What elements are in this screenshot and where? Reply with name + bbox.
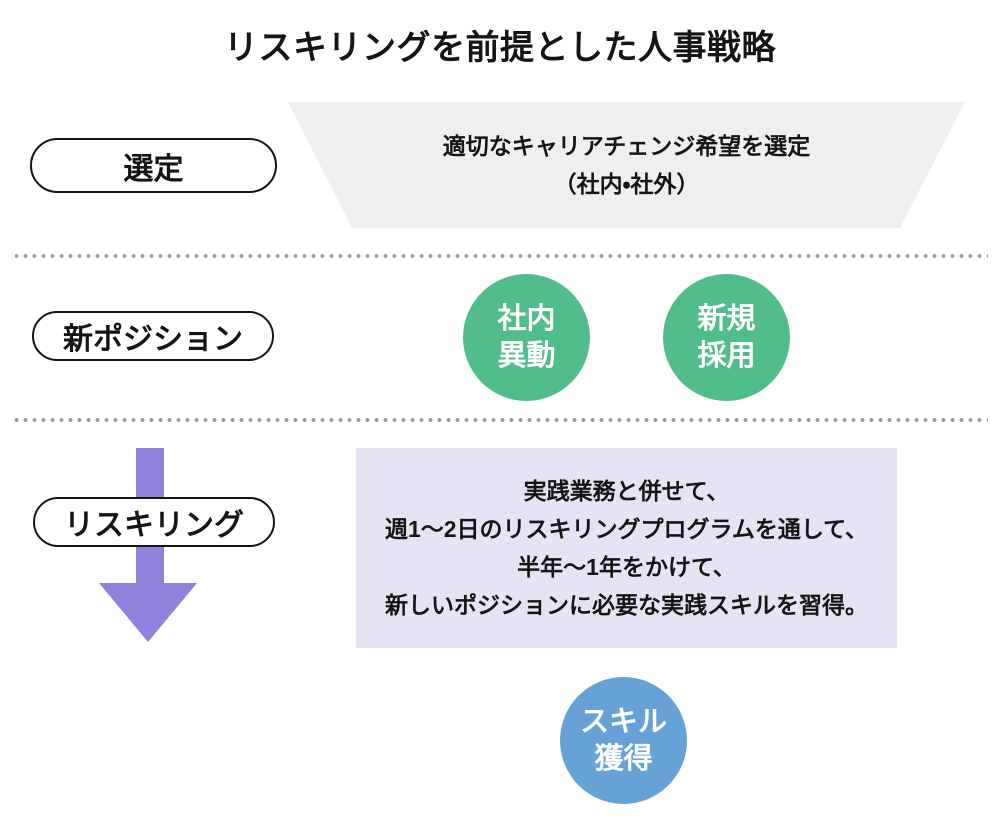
internal-transfer-line1: 社内: [497, 302, 556, 335]
selection-panel-line2: （社内・社外）: [553, 170, 700, 197]
new-hire-line1: 新規: [697, 302, 756, 335]
reskilling-description-line3: 半年〜1年をかけて、: [517, 554, 736, 580]
reskilling-description-line4: 新しいポジションに必要な実践スキルを習得。: [385, 592, 868, 618]
diagram-title: リスキリングを前提とした人事戦略: [224, 29, 776, 67]
skill-acquired-line2: 獲得: [594, 742, 653, 775]
reskilling-description-line2: 週1〜2日のリスキリングプログラムを通して、: [384, 516, 869, 542]
step-label-new-position: 新ポジション: [32, 311, 274, 361]
selection-panel-line1: 適切なキャリアチェンジ希望を選定: [442, 132, 811, 159]
new-hire-line2: 採用: [697, 339, 756, 372]
step-label-reskilling: リスキリング: [33, 497, 275, 547]
reskilling-description-box: 実践業務と併せて、 週1〜2日のリスキリングプログラムを通して、 半年〜1年をか…: [356, 448, 897, 648]
dotted-divider-1: [12, 253, 988, 259]
internal-transfer-circle: 社内 異動: [463, 274, 590, 401]
dotted-divider-2: [12, 417, 988, 423]
step-label-selection: 選定: [30, 138, 277, 193]
skill-acquired-line1: スキル: [579, 705, 667, 738]
new-hire-circle: 新規 採用: [663, 274, 790, 401]
skill-acquired-circle: スキル 獲得: [560, 677, 687, 804]
selection-panel: 適切なキャリアチェンジ希望を選定 （社内・社外）: [288, 102, 965, 228]
reskilling-description-line1: 実践業務と併せて、: [523, 478, 730, 504]
internal-transfer-line2: 異動: [497, 339, 556, 372]
